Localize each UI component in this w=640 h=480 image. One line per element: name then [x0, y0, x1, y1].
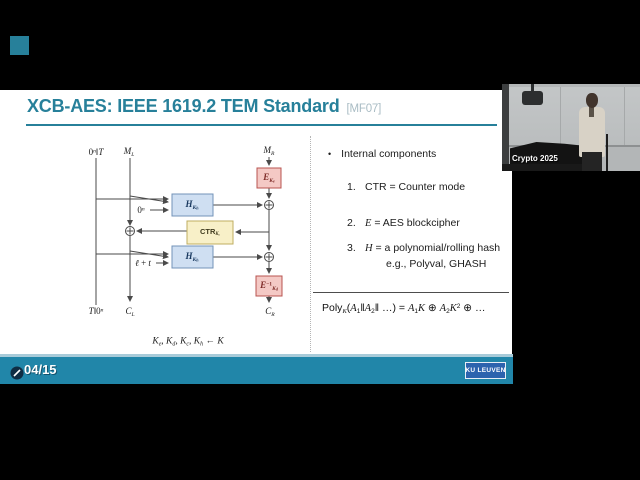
list-number: 2.	[347, 217, 356, 229]
notes-heading: • Internal components	[328, 148, 436, 160]
whiteboard-seam	[624, 87, 625, 146]
list-item: 2. E = AES blockcipher	[347, 217, 460, 229]
list-text: E = AES blockcipher	[365, 217, 460, 229]
whiteboard-seam	[560, 87, 561, 146]
presenter-head	[586, 93, 598, 108]
key-derivation-caption: Ke, Kd, Kc, Kh ← K	[152, 336, 224, 348]
list-item: 1. CTR = Counter mode	[347, 181, 465, 193]
list-text: CTR = Counter mode	[365, 181, 466, 193]
poly-formula: PolyK(A1‖A2‖ …) = A1K ⊕ A2K2 ⊕ …	[322, 302, 486, 315]
ku-leuven-logo-text: KU LEUVEN	[465, 367, 506, 374]
list-item: 3. H = a polynomial/rolling hash	[347, 242, 500, 254]
list-number: 3.	[347, 242, 356, 254]
page-number: 04/15	[24, 362, 57, 377]
label-zero-n: 0n	[137, 205, 145, 215]
label-T-zero-n: T‖0n	[88, 306, 104, 316]
page-title: XCB-AES: IEEE 1619.2 TEM Standard	[27, 96, 340, 116]
encrypt-box-label: EKe	[263, 172, 275, 184]
label-m-right: MR	[263, 145, 275, 157]
citation-tag: [MF07]	[346, 103, 382, 115]
formula-separator	[313, 292, 509, 293]
ku-leuven-logo: KU LEUVEN	[465, 362, 506, 379]
label-c-right: CR	[265, 306, 275, 318]
label-m-left: ML	[123, 146, 135, 158]
ctr-box-label: CTRKc	[199, 226, 221, 238]
decrypt-box-label: E−1Kd	[260, 280, 278, 292]
hash-box-bottom-label: HKh	[185, 251, 199, 263]
label-zero-n-T: 0n‖T	[88, 147, 104, 157]
slash-circle-icon	[10, 366, 24, 380]
bullet-icon: •	[328, 149, 332, 159]
label-len-t: ℓ + t	[135, 258, 151, 268]
mic-stand	[606, 134, 608, 171]
floor-shadow	[502, 164, 602, 171]
list-text: H = a polynomial/rolling hash	[365, 242, 501, 254]
title-underline	[26, 124, 497, 126]
list-number: 1.	[347, 181, 356, 193]
corner-accent-square	[10, 36, 29, 55]
room-wall-edge	[502, 84, 509, 171]
webcam-overlay: Crypto 2025	[502, 84, 640, 171]
ceiling-projector	[522, 84, 543, 105]
section-divider	[310, 136, 311, 352]
slide-canvas	[0, 90, 512, 355]
footer-bar	[0, 354, 513, 384]
presenter-body	[579, 107, 605, 157]
webcam-caption: Crypto 2025	[512, 154, 558, 163]
notes-heading-text: Internal components	[341, 148, 437, 160]
example-line: e.g., Polyval, GHASH	[386, 258, 487, 270]
presenter-legs	[582, 152, 602, 171]
label-c-left: CL	[125, 306, 135, 318]
hash-box-top-label: HKh	[185, 199, 199, 211]
slide-title-row: XCB-AES: IEEE 1619.2 TEM Standard [MF07]	[27, 96, 381, 117]
